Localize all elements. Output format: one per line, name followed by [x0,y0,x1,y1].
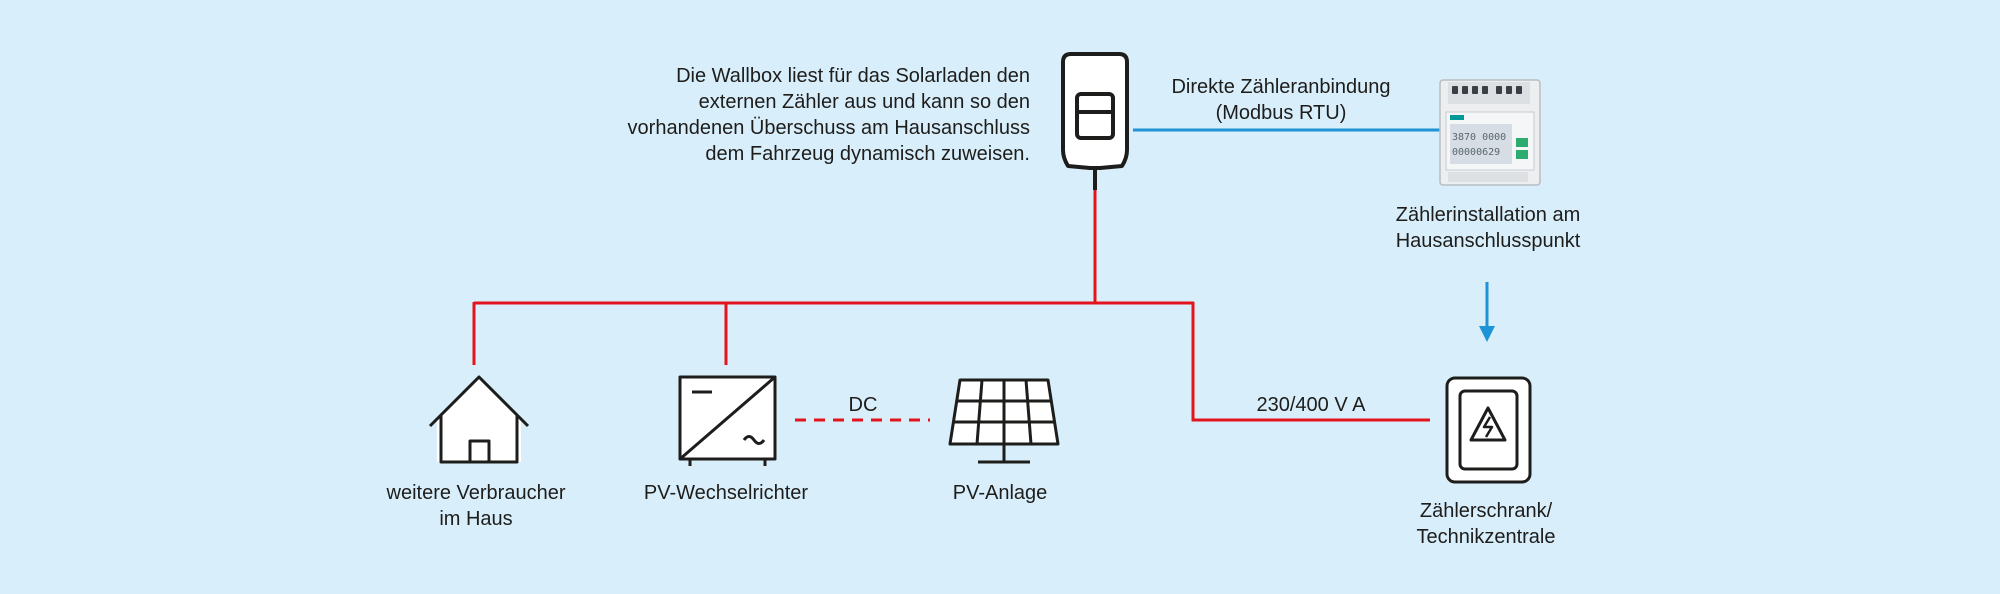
energy-meter-icon: 3870 0000 00000629 [1439,79,1541,186]
house-label-line-1: weitere Verbraucher [386,482,566,504]
wallbox-description-line-1: Die Wallbox liest für das Solarladen den [676,65,1030,87]
wallbox-icon [1061,52,1129,190]
meter-install-line-1: Zählerinstallation am [1395,204,1581,226]
dc-label: DC [848,394,878,416]
cabinet-label-line-2: Technikzentrale [1416,526,1556,548]
cabinet-label-line-1: Zählerschrank/ [1419,500,1553,522]
house-label: weitere Verbraucher im Haus [387,480,566,532]
meter-connection-line-1: Direkte Zähleranbindung [1171,76,1391,98]
wallbox-description: Die Wallbox liest für das Solarladen den… [628,63,1030,167]
meter-install-label: Zählerinstallation am Hausanschlusspunkt [1396,202,1581,254]
meter-display-row-2: 00000629 [1452,147,1500,158]
wallbox-description-line-2: externen Zähler aus und kann so den [698,91,1030,113]
meter-connection-label: Direkte Zähleranbindung (Modbus RTU) [1171,74,1390,126]
voltage-label: 230/400 V A [1256,394,1366,416]
arrow-down-icon [1479,282,1495,342]
meter-cabinet-icon [1445,376,1532,484]
inverter-icon [678,375,777,466]
wallbox-description-line-4: dem Fahrzeug dynamisch zuweisen. [705,143,1030,165]
grid-feed-line [1191,302,1430,422]
ac-wiring [472,190,1430,422]
house-label-line-2: im Haus [439,508,513,530]
meter-install-line-2: Hausanschlusspunkt [1395,230,1581,252]
pv-system-label: PV-Anlage [952,482,1048,504]
meter-connection-line-2: (Modbus RTU) [1215,102,1347,124]
meter-display-row-1: 3870 0000 [1452,132,1506,143]
cabinet-label: Zählerschrank/ Technikzentrale [1417,498,1556,550]
wallbox-description-line-3: vorhandenen Überschuss am Hausanschluss [627,117,1030,139]
inverter-label: PV-Wechselrichter [643,482,809,504]
solar-panel-icon [948,378,1060,464]
house-icon [428,375,530,464]
